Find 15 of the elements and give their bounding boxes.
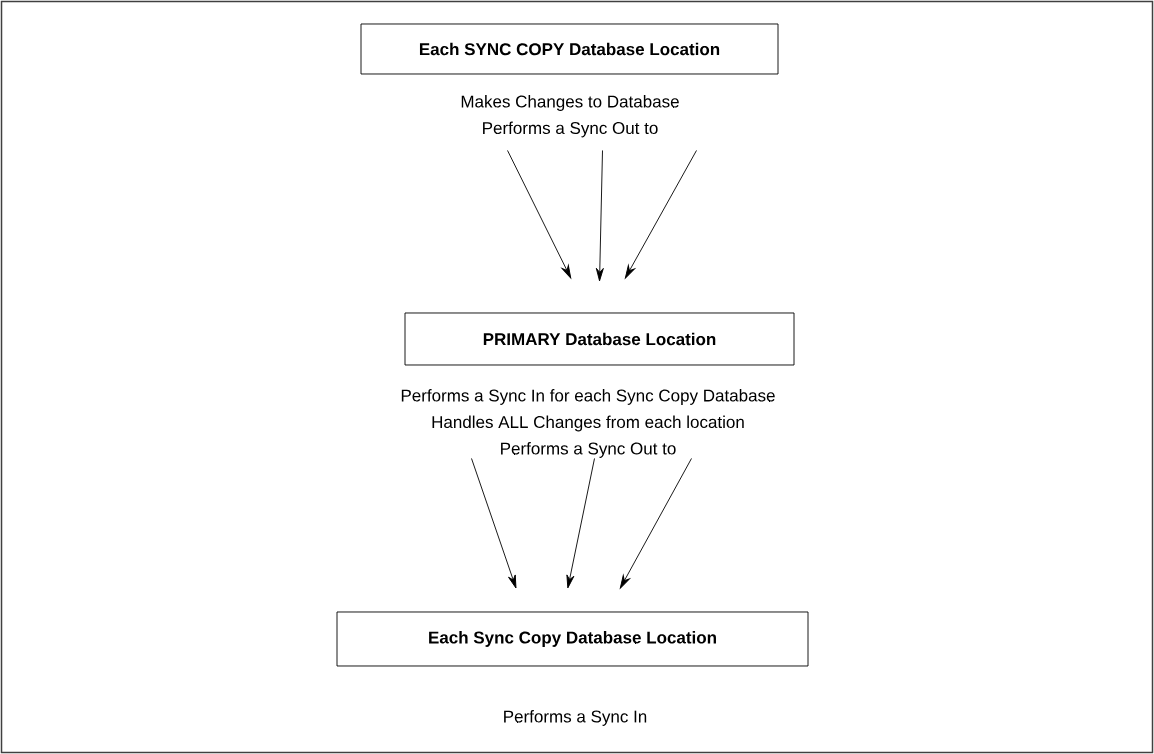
arrow	[566, 458, 595, 589]
process-box: PRIMARY Database Location	[404, 312, 795, 366]
caption-text: Performs a Sync In	[504, 710, 647, 726]
arrow	[595, 150, 604, 282]
caption-text: Performs a Sync Out to	[483, 121, 658, 138]
process-box: Each Sync Copy Database Location	[336, 611, 809, 667]
arrow	[619, 458, 692, 589]
arrow	[507, 150, 572, 279]
arrow	[471, 458, 517, 589]
caption-text: Performs a Sync Out to	[501, 442, 676, 458]
process-box: Each SYNC COPY Database Location	[360, 23, 779, 75]
caption-text: Handles ALL Changes from each location	[432, 415, 744, 432]
caption-text: Makes Changes to Database	[461, 95, 679, 111]
caption-text: Performs a Sync In for each Sync Copy Database	[401, 389, 775, 405]
arrow	[624, 150, 697, 279]
